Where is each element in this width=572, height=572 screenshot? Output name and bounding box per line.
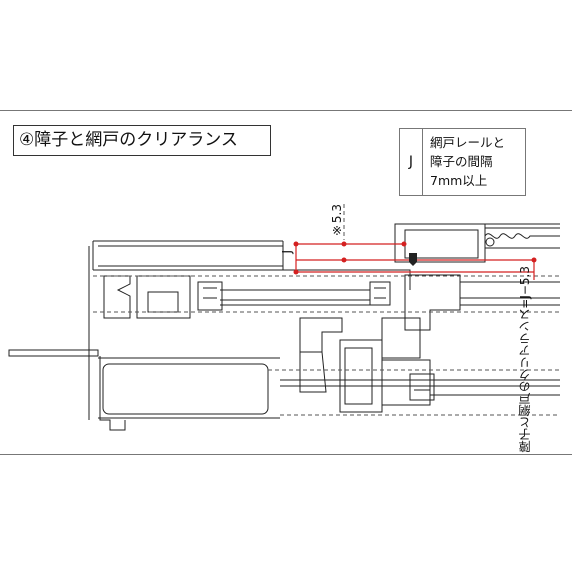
legend-box: J 網戸レールと 障子の間隔 7mm以上: [399, 128, 526, 196]
lower-rails: [280, 379, 560, 396]
glazing-sash-bar: [381, 359, 431, 406]
j-label: J: [280, 250, 294, 254]
screen-roller: [485, 237, 495, 247]
upper-sash-hollow: [147, 291, 179, 313]
screen-sash: [404, 274, 461, 331]
glazing-sash-outer: [299, 317, 343, 353]
middle-rails: [220, 289, 370, 306]
diagram-frame: [0, 110, 572, 455]
lower-glass-panel: [102, 363, 269, 415]
screen-frame-wave: [484, 233, 560, 239]
dim-point: [531, 257, 537, 263]
top-rail: [98, 245, 283, 267]
legend-text: 網戸レールと 障子の間隔 7mm以上: [423, 129, 505, 195]
screen-frame-inner: [404, 229, 479, 259]
legend-line-3: 7mm以上: [430, 173, 488, 188]
dim-point: [341, 257, 347, 263]
upper-sash-latch: [197, 281, 223, 311]
legend-line-2: 障子の間隔: [430, 154, 493, 169]
middle-frame: [283, 269, 411, 290]
upper-sash-profile: [103, 275, 131, 319]
dim-point: [341, 241, 347, 247]
legend-key: J: [400, 129, 423, 195]
screen-frame-upper: [394, 223, 486, 263]
screw-icon: [409, 253, 417, 266]
glazing-sash-body: [339, 339, 383, 413]
diagram-title: ④障子と網戸のクリアランス: [13, 125, 271, 156]
legend-line-1: 網戸レールと: [430, 135, 506, 150]
dim-point: [293, 241, 299, 247]
left-frame-lower: [99, 356, 126, 431]
glazing-sash-right: [381, 317, 421, 359]
dim-point: [293, 269, 299, 275]
glazing-sash-face: [344, 347, 373, 405]
screen-sash-latch: [369, 281, 391, 306]
glazing-sash-weather: [299, 351, 327, 393]
top-frame-outline: [88, 240, 284, 420]
left-wall: [8, 349, 99, 357]
screen-frame-top-right: [485, 223, 560, 249]
dim-point: [401, 241, 407, 247]
lower-sash: [98, 357, 280, 419]
dimension-note: ※5.3: [330, 204, 344, 238]
clearance-label: 障子と網戸のクリアランス=J−5.3: [518, 266, 532, 453]
right-rails: [460, 281, 560, 306]
